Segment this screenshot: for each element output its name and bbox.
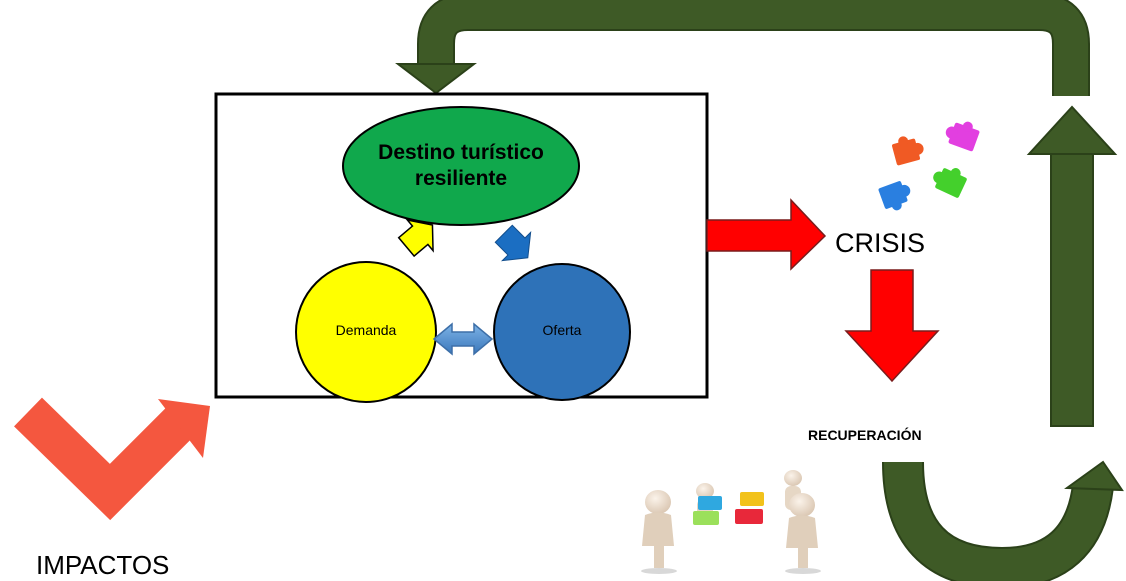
upward-green-arrow bbox=[1026, 105, 1118, 427]
box-to-crisis-arrow bbox=[706, 198, 827, 271]
oferta-circle bbox=[493, 263, 631, 401]
team-puzzle-figures-icon bbox=[641, 470, 821, 574]
puzzle-pieces-icon bbox=[878, 121, 980, 211]
demanda-label: Demanda bbox=[335, 322, 397, 338]
recuperacion-label: RECUPERACIÓN bbox=[808, 427, 922, 443]
impactos-label: IMPACTOS bbox=[36, 550, 170, 580]
crisis-label: CRISIS bbox=[835, 228, 926, 258]
impactos-arrow bbox=[14, 397, 210, 521]
oferta-label: Oferta bbox=[542, 322, 582, 338]
crisis-to-recovery-arrow bbox=[844, 269, 940, 383]
destino-ellipse bbox=[342, 106, 580, 226]
destino-label: Destino turístico resiliente bbox=[378, 141, 544, 190]
recovery-uturn-arrow bbox=[882, 460, 1124, 581]
demanda-oferta-double-arrow bbox=[432, 322, 494, 356]
feedback-loop-top-arrow bbox=[395, 0, 1090, 96]
demanda-circle bbox=[295, 261, 437, 403]
demanda-to-destino-arrow bbox=[397, 218, 434, 258]
destino-to-oferta-arrow bbox=[494, 224, 532, 262]
